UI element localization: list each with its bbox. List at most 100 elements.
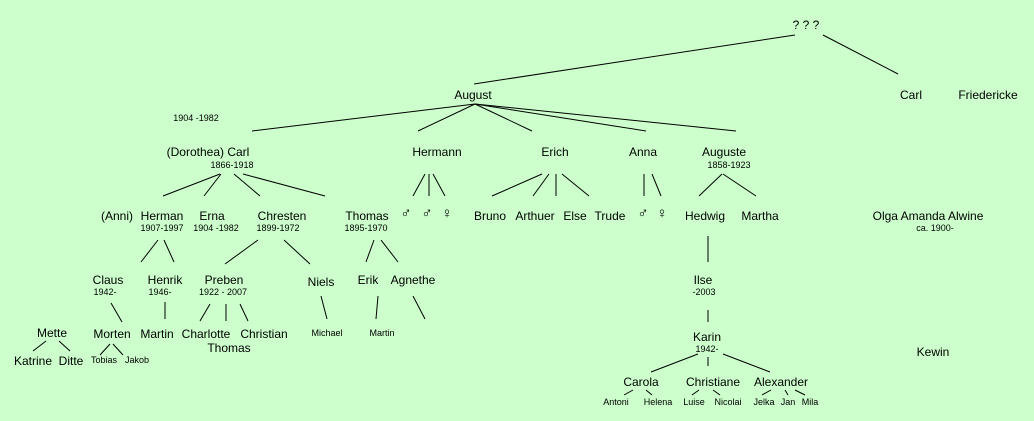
connector-line <box>491 173 543 197</box>
person-morten: Morten <box>93 327 131 341</box>
person-kewin: Kewin <box>916 345 950 359</box>
person-martin: Martin <box>140 327 174 341</box>
connector-line <box>375 295 379 320</box>
person-alexander: Alexander <box>753 375 809 389</box>
person-nicolai: Nicolai <box>714 397 742 407</box>
connector-line <box>691 389 700 396</box>
person-christian: Christian <box>240 327 288 341</box>
birth-death-years: ca. 1900- <box>916 223 954 233</box>
root-unknown-label: ? ? ? <box>792 18 820 32</box>
male-symbol-icon: ♂ <box>400 205 412 222</box>
person-jelka: Jelka <box>753 397 775 407</box>
person-claus: Claus <box>92 273 124 287</box>
connector-line <box>698 173 723 197</box>
connector-line <box>532 173 550 197</box>
person-auguste: Auguste <box>701 145 747 159</box>
person-erich: Erich <box>541 145 569 159</box>
female-symbol-icon: ♀ <box>441 205 453 222</box>
birth-death-years: 1922 - 2007 <box>198 287 248 297</box>
person-herman: Herman <box>140 209 184 223</box>
connector-line <box>242 173 326 197</box>
connector-line <box>417 103 476 132</box>
person-christiane: Christiane <box>685 375 741 389</box>
connector-line <box>561 173 590 197</box>
connector-line <box>112 343 124 356</box>
connector-line <box>474 103 737 132</box>
connector-line <box>140 239 159 263</box>
connector-line <box>650 353 699 373</box>
connector-line <box>199 303 211 322</box>
connector-line <box>251 103 476 132</box>
person-chresten: Chresten <box>257 209 307 223</box>
connector-line <box>283 239 311 265</box>
birth-death-years: 1907-1997 <box>140 223 184 233</box>
connector-line <box>722 173 757 197</box>
person-erik: Erik <box>357 273 379 287</box>
person-thomas-2: Thomas <box>207 341 251 355</box>
person-else: Else <box>563 209 587 223</box>
connector-line <box>651 173 662 197</box>
person-mette: Mette <box>36 326 68 340</box>
connector-line <box>320 295 328 320</box>
birth-death-years: 1895-1970 <box>344 223 388 233</box>
connector-line <box>623 389 634 396</box>
connector-line <box>474 103 647 132</box>
connector-line <box>110 302 123 323</box>
connector-line <box>162 173 221 197</box>
connector-line <box>722 353 771 373</box>
connector-line <box>233 173 261 197</box>
person-hermann: Hermann <box>412 145 462 159</box>
connector-line <box>224 239 259 265</box>
connector-line <box>761 389 772 396</box>
person-bruno: Bruno <box>473 209 507 223</box>
person-jakob: Jakob <box>124 355 150 365</box>
birth-death-years: 1942- <box>695 344 719 354</box>
person-karin: Karin <box>692 330 722 344</box>
connector-line <box>645 389 653 396</box>
person-trude: Trude <box>594 209 626 223</box>
connector-line <box>412 295 426 320</box>
birth-death-years: 1866-1918 <box>210 160 254 170</box>
connector-line <box>58 340 71 352</box>
person-erna: Erna <box>199 209 225 223</box>
person-tobias: Tobias <box>90 355 118 365</box>
birth-death-years: 1899-1972 <box>256 223 300 233</box>
connector-line <box>239 303 249 322</box>
person-ditte: Ditte <box>58 354 84 368</box>
person-preben: Preben <box>204 273 244 287</box>
person-carl: Carl <box>899 88 923 102</box>
connector-line <box>784 389 789 396</box>
connector-line <box>99 343 111 356</box>
person-olga-amanda-alwine: Olga Amanda Alwine <box>872 209 984 223</box>
person-anna: Anna <box>628 145 658 159</box>
male-symbol-icon: ♂ <box>637 205 649 222</box>
birth-death-years: -2003 <box>692 287 716 297</box>
person-ilse: Ilse <box>693 273 713 287</box>
connector-line <box>822 34 899 75</box>
connector-line <box>163 239 175 263</box>
person-antoni: Antoni <box>603 397 629 407</box>
person-thomas: Thomas <box>345 209 389 223</box>
person-katrine: Katrine <box>13 354 53 368</box>
person-hedwig: Hedwig <box>684 209 726 223</box>
person-niels: Niels <box>307 275 335 289</box>
person-helena: Helena <box>643 397 673 407</box>
person-martha: Martha <box>741 209 779 223</box>
connector-line <box>432 173 446 197</box>
connector-line <box>365 239 375 263</box>
connector-line <box>380 239 399 263</box>
male-symbol-icon: ♂ <box>421 205 433 222</box>
connector-line <box>32 340 47 352</box>
birth-death-years: 1904 -1982 <box>193 223 239 233</box>
birth-death-years: 1858-1923 <box>707 160 751 170</box>
person-august: August <box>454 88 492 102</box>
connector-line <box>473 34 796 85</box>
birth-death-years: 1946- <box>148 287 172 297</box>
person-agnethe: Agnethe <box>390 273 436 287</box>
person-arthuer: Arthuer <box>515 209 555 223</box>
person-dorothea-carl: (Dorothea) Carl <box>166 145 250 159</box>
birth-death-years: 1904 -1982 <box>173 113 219 123</box>
female-symbol-icon: ♀ <box>656 205 668 222</box>
person-carola: Carola <box>623 375 659 389</box>
